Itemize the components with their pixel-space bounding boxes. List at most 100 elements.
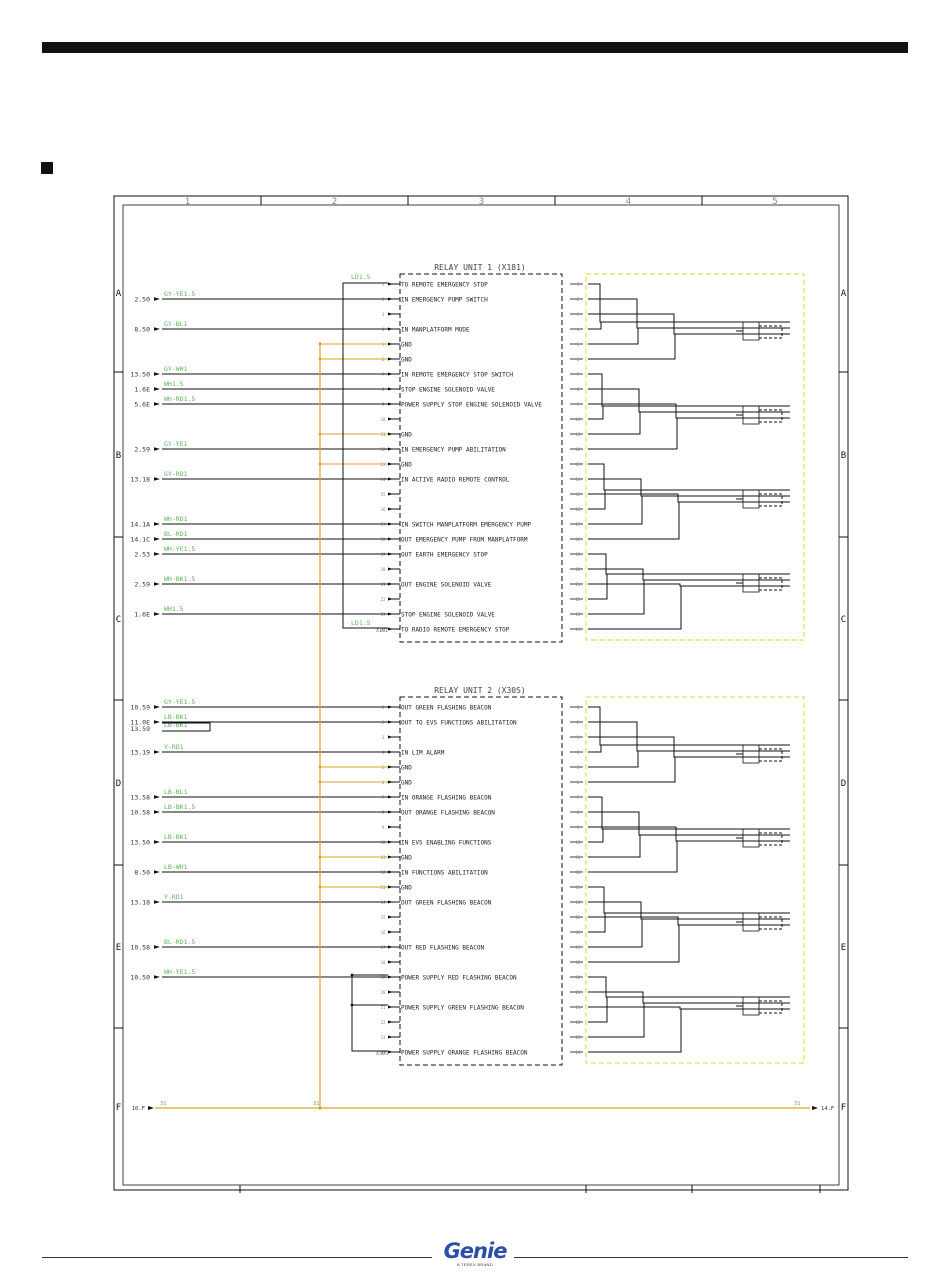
- relay-contact: [759, 325, 783, 339]
- pin-arrow: [388, 825, 393, 829]
- wire-color-label: WH-RD1: [164, 515, 188, 523]
- pin-number-right: 3: [577, 735, 580, 740]
- relay-internal-wire: [588, 489, 790, 510]
- relay-internal-wire: [588, 916, 790, 926]
- pin-description: POWER SUPPLY ORANGE FLASHING BEACON: [401, 1050, 528, 1057]
- pin-description: IN EVS ENABLING FUNCTIONS: [401, 840, 492, 847]
- relay-internal-wire: [588, 493, 790, 503]
- frame-row-label: D: [116, 779, 121, 789]
- pin-description: IN EMERGENCY PUMP SWITCH: [401, 297, 488, 304]
- bus-label-bottom: LD1.5: [351, 619, 371, 627]
- relay-internal-wire: [588, 313, 790, 335]
- genie-logo: Genie A TEREX BRAND: [438, 1240, 512, 1267]
- pin-arrow: [388, 567, 393, 571]
- relay-internal-wire: [588, 321, 790, 330]
- gnd-pin-label: GND: [401, 462, 412, 469]
- signal-reference: 10.50: [130, 974, 150, 982]
- pin-number-right: 7: [577, 795, 580, 800]
- pin-number-right: 11: [576, 432, 581, 437]
- signal-reference: 5.6E: [134, 401, 150, 409]
- pin-number-right: 11: [576, 855, 581, 860]
- signal-reference: 13.18: [130, 899, 150, 907]
- pin-description: IN LIM ALARM: [401, 750, 445, 757]
- pin-number: 21: [381, 1005, 386, 1010]
- bus-junction: [350, 973, 354, 977]
- ground-reference-left: 10.F: [132, 1106, 145, 1112]
- pin-description: TO RADIO REMOTE EMERGENCY STOP: [401, 627, 510, 634]
- signal-arrow: [154, 945, 160, 949]
- relay-internal-wire: [588, 834, 790, 858]
- pin-arrow: [388, 915, 393, 919]
- pin-arrow: [388, 945, 393, 949]
- pin-description: STOP ENGINE SOLENOID VALVE: [401, 387, 495, 394]
- connector-title: RELAY UNIT 1 (X181): [434, 263, 526, 272]
- pin-number: 18: [381, 960, 386, 965]
- pin-arrow: [388, 597, 393, 601]
- connector-box-unit1: [399, 273, 563, 643]
- frame-row-label: A: [841, 289, 847, 299]
- signal-arrow: [154, 522, 160, 526]
- pin-arrow: [388, 522, 393, 526]
- pin-number: 15: [381, 915, 386, 920]
- signal-arrow: [154, 705, 160, 709]
- wire-color-label: GY-YE1: [164, 440, 188, 448]
- signal-reference: 10.58: [130, 944, 150, 952]
- relay-internal-wire: [588, 796, 790, 830]
- signal-reference: 8.50: [134, 869, 150, 877]
- pin-arrow: [388, 462, 393, 466]
- pin-number: 20: [381, 990, 386, 995]
- pin-description: POWER SUPPLY STOP ENGINE SOLENOID VALVE: [401, 402, 542, 409]
- bus-label-top: LD1.5: [351, 273, 371, 281]
- wire-color-label: GY-WH1: [164, 365, 188, 373]
- pin-description: IN ACTIVE RADIO REMOTE CONTROL: [401, 477, 510, 484]
- relay-internal-wire: [588, 886, 790, 914]
- pin-arrow: [388, 537, 393, 541]
- pin-description: IN SWITCH MANPLATFORM EMERGENCY PUMP: [401, 522, 531, 529]
- pin-arrow: [388, 357, 393, 361]
- signal-arrow: [154, 795, 160, 799]
- relay-contact: [759, 832, 783, 846]
- signal-arrow: [154, 372, 160, 376]
- section-bullet: [41, 162, 53, 174]
- relay-internal-wire: [588, 1008, 790, 1053]
- signal-arrow: [154, 900, 160, 904]
- relay-internal-wire: [588, 333, 790, 360]
- signal-reference: 8.50: [134, 326, 150, 334]
- frame-row-label: E: [116, 943, 121, 953]
- frame-row-label: C: [841, 615, 846, 625]
- pin-number-right: 17: [576, 945, 581, 950]
- relay-internal-wire: [588, 811, 790, 836]
- pin-arrow: [388, 402, 393, 406]
- pin-description: OUT GREEN FLASHING BEACON: [401, 705, 492, 712]
- relay-internal-wire: [588, 478, 790, 497]
- wire-color-label: GY-RD1: [164, 470, 188, 478]
- wire-color-label: WH-YE1.5: [164, 968, 195, 976]
- pin-arrow: [388, 795, 393, 799]
- pin-number-right: 18: [576, 960, 581, 965]
- pin-number: 24: [381, 627, 386, 632]
- pin-number-right: 22: [576, 597, 581, 602]
- signal-arrow: [154, 402, 160, 406]
- frame-column-label: 4: [626, 197, 631, 207]
- signal-arrow: [154, 720, 160, 724]
- relay-internal-wire: [588, 756, 790, 783]
- pin-description: IN MANPLATFORM MODE: [401, 327, 470, 334]
- signal-reference: 2.59: [134, 446, 150, 454]
- jumper-wire: [162, 722, 211, 732]
- gnd-pin-label: GND: [401, 780, 412, 787]
- pin-number-right: 1: [577, 705, 580, 710]
- wire-color-label: WH-BK1.5: [164, 575, 195, 583]
- relay-internal-wire: [588, 744, 790, 753]
- relay-coil: [742, 321, 760, 341]
- pin-arrow: [388, 1050, 393, 1054]
- signal-reference: 1.6E: [134, 611, 150, 619]
- connector-box-unit2: [399, 696, 563, 1066]
- frame-row-label: C: [116, 615, 121, 625]
- relay-coil: [742, 828, 760, 848]
- pin-description: POWER SUPPLY GREEN FLASHING BEACON: [401, 1005, 524, 1012]
- pin-number-right: 15: [576, 492, 581, 497]
- pin-number-right: 13: [576, 885, 581, 890]
- relay-internal-wire: [588, 388, 790, 413]
- relay-internal-wire: [588, 495, 790, 525]
- ground-arrow-left: [148, 1106, 154, 1110]
